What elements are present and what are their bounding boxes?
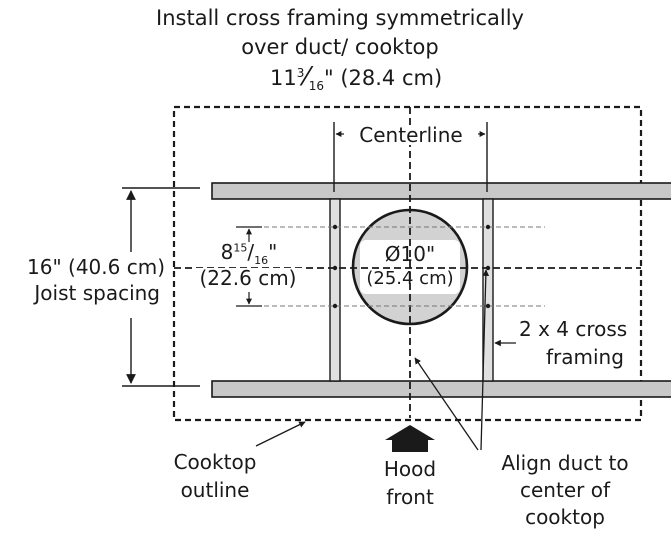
cooktop-label-line-1: Cooktop bbox=[173, 450, 257, 474]
joist-spacing-label-line-2: Joist spacing bbox=[0, 283, 160, 303]
title-dim-slash: ⁄ bbox=[304, 62, 309, 92]
hood-front-label-line-1: Hood bbox=[383, 457, 437, 481]
title-dim-rest: " (28.4 cm) bbox=[324, 66, 443, 90]
duct-spacing-fraction: 815/16" bbox=[204, 240, 294, 266]
duct-spacing-metric: (22.6 cm) bbox=[193, 268, 303, 288]
title-dim-numerator: 3 bbox=[296, 66, 305, 80]
title-dim-whole: 11 bbox=[270, 66, 297, 90]
left-cross-framing bbox=[329, 198, 341, 382]
duct-spacing-numerator: 15 bbox=[233, 241, 248, 255]
align-label-line-2: center of bbox=[520, 478, 610, 502]
centerline-label: Centerline bbox=[344, 125, 478, 145]
align-label-line-3: cooktop bbox=[525, 505, 605, 529]
duct-spacing-denominator: 16 bbox=[254, 254, 269, 267]
duct-diameter-label: Ø10" bbox=[384, 242, 436, 266]
align-label-line-1: Align duct to bbox=[501, 451, 629, 475]
duct-spacing-slash: / bbox=[247, 240, 255, 264]
joist-spacing-label-line-1: 16" (40.6 cm) bbox=[27, 255, 165, 279]
duct-spacing-whole: 8 bbox=[220, 240, 234, 264]
align-leader-center bbox=[414, 357, 479, 451]
title-dim-denominator: 16 bbox=[308, 79, 324, 94]
title-line-2: over duct/ cooktop bbox=[241, 35, 439, 59]
bottom-joist bbox=[211, 380, 671, 398]
right-cross-framing bbox=[482, 198, 494, 382]
duct-spacing-inch: " bbox=[268, 240, 278, 264]
cooktop-leader bbox=[255, 421, 306, 447]
title-dimension: 113⁄16" (28.4 cm) bbox=[270, 62, 442, 94]
hood-front-label-line-2: front bbox=[386, 485, 434, 509]
hood-front-arrow bbox=[385, 425, 435, 452]
title-line-1: Install cross framing symmetrically bbox=[156, 6, 524, 30]
duct-diameter-metric: (25.4 cm) bbox=[366, 268, 454, 289]
cross-framing-label-line-1: 2 x 4 cross bbox=[519, 317, 628, 341]
cross-framing-label-line-2: framing bbox=[546, 345, 624, 369]
cooktop-label-line-2: outline bbox=[180, 478, 250, 502]
align-leader-right bbox=[480, 269, 490, 451]
cooktop-outline bbox=[172, 105, 643, 422]
top-joist bbox=[211, 182, 671, 200]
